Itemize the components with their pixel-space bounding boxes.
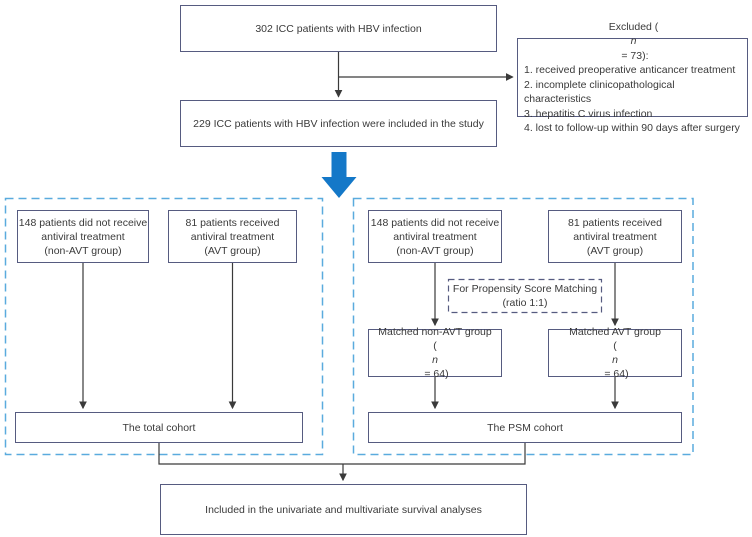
excluded-item-1: 1. received preoperative anticancer trea… [524, 64, 736, 76]
excluded-box: Excluded (n = 73): 1. received preoperat… [517, 21, 748, 134]
psm-matching-note: For Propensity Score Matching (ratio 1:1… [452, 283, 598, 309]
total-avt-box: 81 patients received antiviral treatment… [168, 210, 297, 263]
excluded-item-4: 4. lost to follow-up within 90 days afte… [524, 122, 740, 134]
total-cohort-box: The total cohort [15, 412, 303, 443]
psm-cohort-container [352, 197, 694, 456]
box-302-label: 302 ICC patients with HBV infection [255, 22, 422, 35]
matched-non-avt-box: Matched non-AVT group (n = 64) [368, 326, 502, 380]
box-302-patients: 302 ICC patients with HBV infection [180, 5, 497, 52]
psm-cohort-box: The PSM cohort [368, 412, 682, 443]
excluded-item-2: 2. incomplete clinicopathological charac… [524, 78, 675, 106]
total-non-avt-box: 148 patients did not receive antiviral t… [17, 210, 149, 263]
psm-non-avt-box: 148 patients did not receive antiviral t… [368, 210, 502, 263]
matched-avt-box: Matched AVT group (n = 64) [548, 326, 682, 380]
total-cohort-container [4, 197, 324, 456]
excluded-title: Excluded (n = 73): [608, 20, 659, 62]
final-analysis-box: Included in the univariate and multivari… [160, 484, 527, 535]
down-arrow-icon [321, 152, 357, 198]
excluded-item-3: 3. hepatitis C virus infection [524, 107, 653, 120]
psm-avt-box: 81 patients received antiviral treatment… [548, 210, 682, 263]
psm-note-border [447, 278, 603, 314]
box-229-label: 229 ICC patients with HBV infection were… [193, 117, 484, 130]
box-229-patients: 229 ICC patients with HBV infection were… [180, 100, 497, 147]
